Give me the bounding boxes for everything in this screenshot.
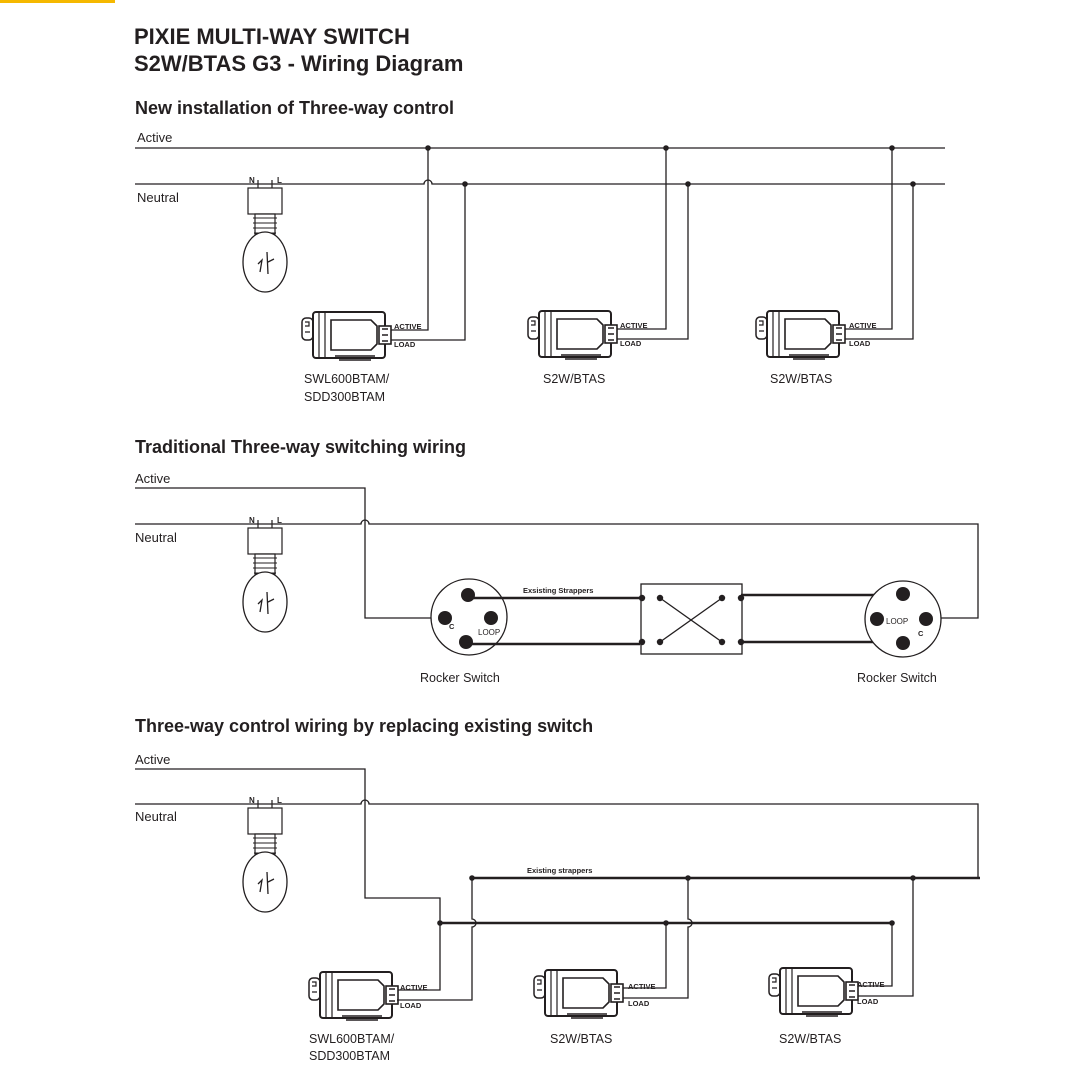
s1-dev1-active-wire [391, 148, 429, 331]
s2-lamp-l: L [277, 516, 282, 525]
s3-dev3-name: S2W/BTAS [779, 1032, 841, 1046]
s3-active-line [135, 768, 441, 991]
s1-neutral-line [135, 179, 945, 185]
s2-left-loop: LOOP [478, 628, 500, 637]
s3-active-label: Active [135, 752, 170, 767]
title-line-1: PIXIE MULTI-WAY SWITCH [134, 24, 410, 49]
s2-right-switch-name: Rocker Switch [857, 671, 937, 685]
s3-dev1-name1: SWL600BTAM/ [309, 1032, 395, 1046]
section3-heading: Three-way control wiring by replacing ex… [135, 716, 594, 736]
s1-dev3-load-label: LOAD [849, 339, 871, 348]
title-line-2: S2W/BTAS G3 - Wiring Diagram [134, 51, 464, 76]
s1-neutral-label: Neutral [137, 190, 179, 205]
s3-device3-icon [768, 967, 859, 1017]
s3-dev1-active-label: ACTIVE [400, 983, 428, 992]
s2-lamp-icon [242, 519, 288, 633]
s3-dev2-name: S2W/BTAS [550, 1032, 612, 1046]
s1-dev3-name: S2W/BTAS [770, 372, 832, 386]
s3-dev2-load-label: LOAD [628, 999, 650, 1008]
s3-neutral-line [135, 799, 979, 878]
s1-lamp-icon [242, 179, 288, 293]
s2-left-common: C [449, 622, 455, 631]
s1-dev1-name2: SDD300BTAM [304, 390, 385, 404]
accent-bar [0, 0, 115, 3]
s2-right-common: C [918, 629, 924, 638]
s2-strappers-label: Exsisting Strappers [523, 586, 593, 595]
s2-junction-box [638, 583, 745, 655]
s1-dev1-load-wire [391, 184, 466, 341]
s1-dev1-active-label: ACTIVE [394, 322, 422, 331]
s2-active-label: Active [135, 471, 170, 486]
s1-dev2-active-label: ACTIVE [620, 321, 648, 330]
s1-dev2-load-label: LOAD [620, 339, 642, 348]
s3-device1-icon [308, 971, 399, 1021]
s2-left-switch-name: Rocker Switch [420, 671, 500, 685]
s1-lamp-n: N [249, 176, 255, 185]
s1-dev1-name1: SWL600BTAM/ [304, 372, 390, 386]
section2-heading: Traditional Three-way switching wiring [135, 437, 467, 457]
s1-dev2-name: S2W/BTAS [543, 372, 605, 386]
s2-right-loop: LOOP [886, 617, 908, 626]
s3-lamp-n: N [249, 796, 255, 805]
s1-dev1-load-label: LOAD [394, 340, 416, 349]
s2-neutral-label: Neutral [135, 530, 177, 545]
s3-neutral-label: Neutral [135, 809, 177, 824]
s2-active-line [135, 487, 432, 619]
s1-device1-icon [301, 311, 392, 361]
s1-active-label: Active [137, 130, 172, 145]
s1-dev3-active-label: ACTIVE [849, 321, 877, 330]
s3-dev3-load-label: LOAD [857, 997, 879, 1006]
s3-dev2-active-label: ACTIVE [628, 982, 656, 991]
s1-device2-icon [527, 310, 618, 360]
s1-lamp-l: L [277, 176, 282, 185]
s2-neutral-line [135, 519, 979, 619]
s3-lamp-icon [242, 799, 288, 913]
s3-device2-icon [533, 969, 624, 1019]
s3-strappers-label: Existing strappers [527, 866, 592, 875]
s1-device3-icon [755, 310, 846, 360]
s3-dev1-load-label: LOAD [400, 1001, 422, 1010]
s3-dev3-active-label: ACTIVE [857, 980, 885, 989]
s2-lamp-n: N [249, 516, 255, 525]
s3-lamp-l: L [277, 796, 282, 805]
section1-heading: New installation of Three-way control [135, 98, 455, 118]
s3-dev1-name2: SDD300BTAM [309, 1049, 390, 1063]
s2-rocker-switch-right [864, 580, 942, 658]
